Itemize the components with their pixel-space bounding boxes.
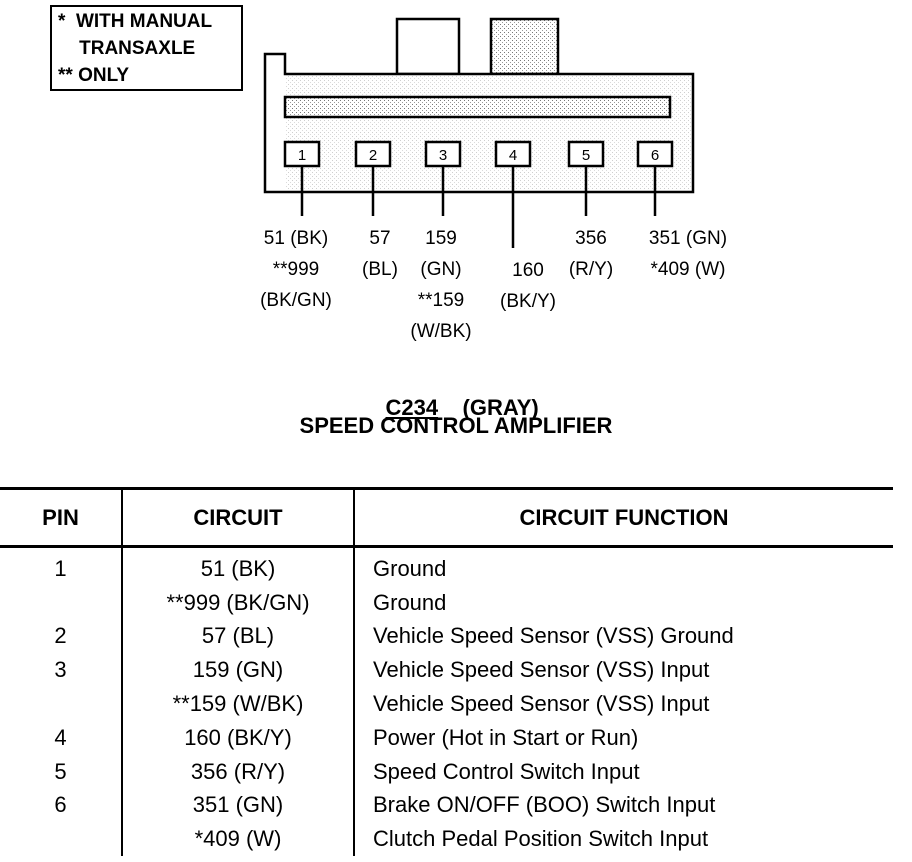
- pin-box-1: [283, 140, 321, 168]
- note-line-3: ** ONLY: [58, 65, 130, 86]
- wire-label-line: **159: [417, 290, 465, 311]
- cell-pin: [0, 687, 122, 721]
- cell-function: Vehicle Speed Sensor (VSS) Input: [373, 657, 710, 683]
- connector-body-shading: [286, 76, 691, 190]
- pin-function-table: PIN CIRCUIT CIRCUIT FUNCTION 1 51 (BK) Gro…: [0, 487, 893, 857]
- wire-label-line: 351 (GN): [648, 228, 728, 249]
- pin-box-4: [494, 140, 532, 168]
- pin-number-4: 4: [509, 147, 517, 164]
- cell-circuit: **999 (BK/GN): [121, 585, 355, 620]
- table-row: **159 (W/BK) Vehicle Speed Sensor (VSS) I…: [0, 687, 893, 721]
- cell-pin: 2: [54, 623, 67, 649]
- connector-diagram: 1 2 3 4 5 6: [263, 17, 695, 248]
- wire-label-pin-2: 57 (BL): [310, 223, 450, 285]
- cell-circuit: 57 (BL): [121, 619, 355, 654]
- wire-label-line: (BL): [362, 259, 398, 280]
- table-row: *409 (W) Clutch Pedal Position Switch Inp…: [0, 822, 893, 857]
- table-header-row: PIN CIRCUIT CIRCUIT FUNCTION: [0, 488, 893, 547]
- header-circuit: CIRCUIT: [121, 488, 355, 547]
- cell-circuit: 159 (GN): [121, 653, 355, 688]
- table-row: 4 160 (BK/Y) Power (Hot in Start or Run): [0, 720, 893, 755]
- wire-label-line: 57: [369, 228, 391, 249]
- cell-pin: 3: [54, 657, 67, 683]
- cell-pin: 4: [54, 724, 67, 750]
- connector-tab-left: [395, 17, 461, 76]
- table-row: 5 356 (R/Y) Speed Control Switch Input: [0, 754, 893, 789]
- cell-function: Vehicle Speed Sensor (VSS) Ground: [373, 623, 734, 649]
- connector-title: C234 (GRAY): [0, 369, 912, 421]
- pin-number-5: 5: [582, 147, 590, 164]
- wire-label-pin-4: 160 (BK/Y): [458, 255, 598, 317]
- table-row: 1 51 (BK) Ground: [0, 546, 893, 586]
- cell-circuit: 51 (BK): [121, 546, 355, 586]
- connector-tab-right: [489, 17, 560, 76]
- pin-number-2: 2: [369, 147, 377, 164]
- cell-function: Power (Hot in Start or Run): [373, 724, 639, 750]
- wire-label-line: (R/Y): [568, 259, 614, 280]
- pin-group: 1 2 3 4 5 6: [283, 140, 674, 248]
- connector-color: (GRAY): [462, 395, 539, 420]
- cell-pin: [0, 822, 122, 856]
- cell-function: Clutch Pedal Position Switch Input: [373, 826, 709, 852]
- connector-latch-slot: [283, 95, 672, 119]
- table-row: 2 57 (BL) Vehicle Speed Sensor (VSS) Groun…: [0, 619, 893, 654]
- wire-label-line: (W/BK): [410, 321, 472, 342]
- cell-circuit: 160 (BK/Y): [121, 720, 355, 755]
- wire-label-line: 159: [425, 228, 457, 249]
- pin-number-3: 3: [439, 147, 447, 164]
- table-row: **999 (BK/GN) Ground: [0, 585, 893, 620]
- wire-label-line: (GN): [420, 259, 462, 280]
- cell-circuit: 351 (GN): [121, 788, 355, 823]
- cell-pin: 5: [54, 758, 67, 784]
- cell-circuit: **159 (W/BK): [121, 687, 355, 721]
- pin-box-5: [567, 140, 605, 168]
- wire-label-line: (BK/GN): [260, 290, 332, 311]
- wire-label-line: 51 (BK): [263, 228, 329, 249]
- cell-function: Ground: [373, 555, 447, 581]
- wire-label-line: (BK/Y): [500, 291, 556, 312]
- wire-label-line: **999: [272, 259, 320, 280]
- note-line-2: TRANSAXLE: [58, 38, 196, 59]
- cell-circuit: 356 (R/Y): [121, 754, 355, 789]
- connector-id: C234: [385, 395, 439, 420]
- wire-label-pin-1: 51 (BK) **999 (BK/GN): [226, 223, 366, 316]
- cell-function: Brake ON/OFF (BOO) Switch Input: [373, 792, 716, 818]
- legend-note-box: * WITH MANUAL TRANSAXLE ** ONLY: [50, 5, 243, 91]
- header-pin: PIN: [42, 504, 79, 530]
- wire-label-pin-6: 351 (GN) *409 (W): [618, 223, 758, 285]
- cell-function: Vehicle Speed Sensor (VSS) Input: [373, 691, 710, 717]
- cell-function: Speed Control Switch Input: [373, 758, 640, 784]
- note-line-1: * WITH MANUAL: [58, 11, 213, 32]
- wire-label-pin-3: 159 (GN) **159 (W/BK): [371, 223, 511, 347]
- cell-pin: 1: [54, 555, 67, 581]
- wire-label-line: *409 (W): [650, 259, 726, 280]
- cell-pin: 6: [54, 792, 67, 818]
- wire-label-line: 356: [575, 228, 607, 249]
- wire-label-pin-5: 356 (R/Y): [521, 223, 661, 285]
- cell-circuit: *409 (W): [121, 822, 355, 857]
- connector-name: SPEED CONTROL AMPLIFIER: [299, 413, 613, 438]
- cell-function: Ground: [373, 589, 447, 615]
- cell-pin: [0, 586, 122, 620]
- pin-number-6: 6: [651, 147, 659, 164]
- header-circuit-function: CIRCUIT FUNCTION: [519, 504, 729, 530]
- table-body: 1 51 (BK) Ground **999 (BK/GN) Ground 2 57 (BL…: [0, 546, 893, 857]
- wire-label-line: 160: [512, 260, 544, 281]
- table-row: 3 159 (GN) Vehicle Speed Sensor (VSS) Inpu…: [0, 653, 893, 688]
- table-row: 6 351 (GN) Brake ON/OFF (BOO) Switch Input: [0, 788, 893, 823]
- pin-number-1: 1: [298, 147, 306, 164]
